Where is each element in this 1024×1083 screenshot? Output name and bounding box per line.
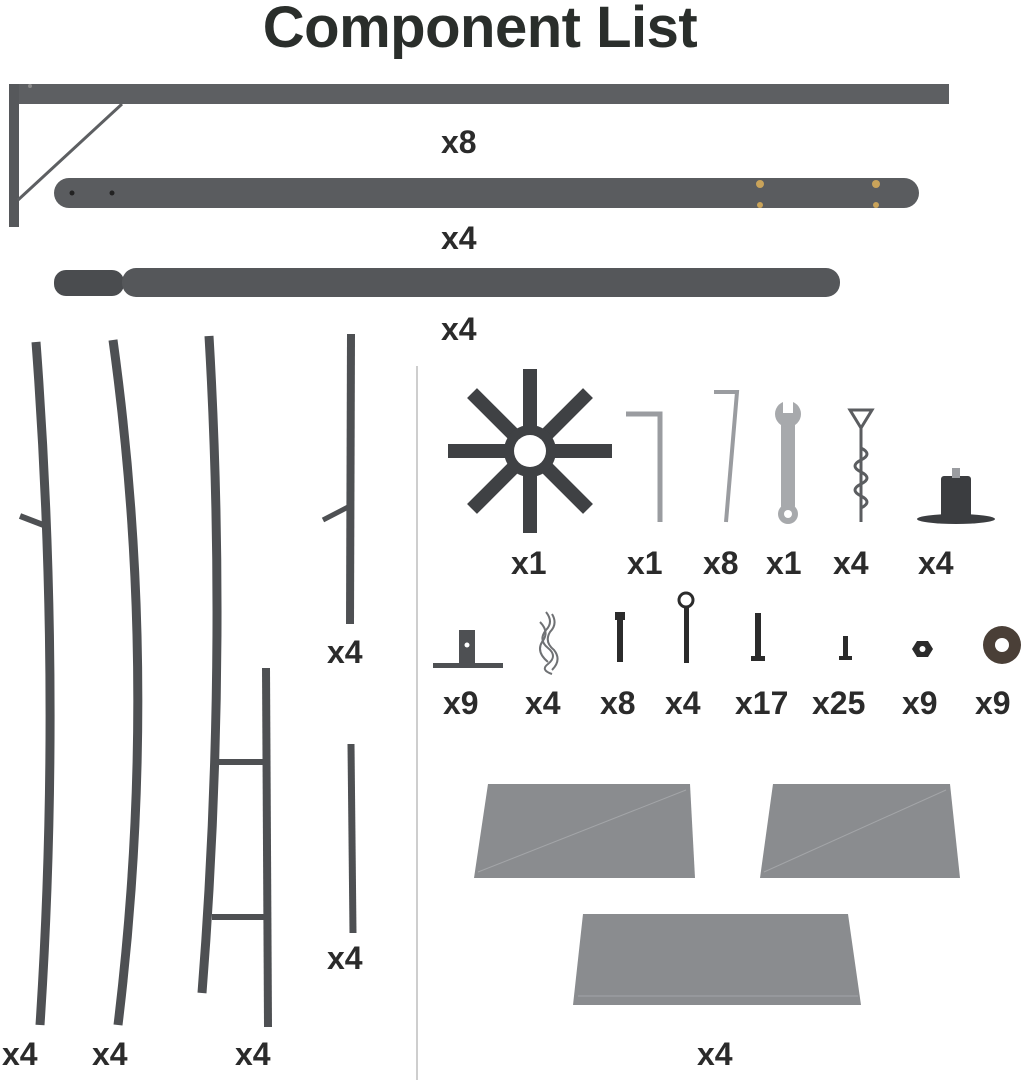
rope-part bbox=[539, 611, 559, 675]
qty-washer: x9 bbox=[975, 685, 1011, 721]
qty-hex-key-small: x8 bbox=[703, 545, 739, 581]
qty-canopy: x4 bbox=[697, 1036, 733, 1072]
qty-long-beam: x8 bbox=[441, 124, 477, 160]
hex-key-large-part bbox=[626, 411, 663, 522]
short-post-upper-part bbox=[321, 333, 355, 625]
qty-long-bolt: x17 bbox=[735, 685, 789, 721]
bracket-part bbox=[433, 630, 503, 668]
canopy-part-3 bbox=[573, 914, 861, 1005]
curved-post-2-part bbox=[108, 339, 143, 1026]
pipe-upper-part bbox=[54, 178, 919, 208]
qty-pipe-lower: x4 bbox=[441, 311, 477, 347]
hub-part bbox=[448, 369, 612, 533]
qty-hub: x1 bbox=[511, 545, 547, 581]
short-bolt-part bbox=[839, 636, 852, 660]
base-plate-part bbox=[917, 468, 995, 524]
qty-expansion-bolt: x8 bbox=[600, 685, 636, 721]
wrench-part bbox=[775, 401, 801, 524]
qty-pipe-upper: x4 bbox=[441, 220, 477, 256]
qty-ladder-post: x4 bbox=[235, 1036, 271, 1072]
eye-bolt-part bbox=[677, 591, 695, 663]
long-beam-part bbox=[9, 84, 949, 227]
qty-base-plate: x4 bbox=[918, 545, 954, 581]
qty-nut: x9 bbox=[902, 685, 938, 721]
qty-rope: x4 bbox=[525, 685, 561, 721]
qty-short-post-lower: x4 bbox=[327, 940, 363, 976]
qty-curved-post-1: x4 bbox=[2, 1036, 38, 1072]
short-post-lower-part bbox=[347, 743, 357, 934]
ground-stake-part bbox=[847, 408, 875, 522]
qty-short-post-upper: x4 bbox=[327, 634, 363, 670]
qty-short-bolt: x25 bbox=[812, 685, 866, 721]
canopy-part-1 bbox=[474, 784, 695, 878]
pipe-lower-part bbox=[54, 268, 840, 297]
long-bolt-part bbox=[751, 613, 765, 661]
hex-key-small-part bbox=[714, 390, 740, 523]
qty-curved-post-2: x4 bbox=[92, 1036, 128, 1072]
canopy-part-2 bbox=[760, 784, 960, 878]
expansion-bolt-part bbox=[615, 612, 625, 662]
qty-ground-stake: x4 bbox=[833, 545, 869, 581]
page-title: Component List bbox=[262, 0, 698, 60]
qty-bracket: x9 bbox=[443, 685, 479, 721]
qty-eye-bolt: x4 bbox=[665, 685, 701, 721]
qty-wrench: x1 bbox=[766, 545, 802, 581]
ladder-post-part bbox=[197, 335, 272, 1028]
qty-hex-key-large: x1 bbox=[627, 545, 663, 581]
curved-post-1-part bbox=[31, 341, 55, 1026]
